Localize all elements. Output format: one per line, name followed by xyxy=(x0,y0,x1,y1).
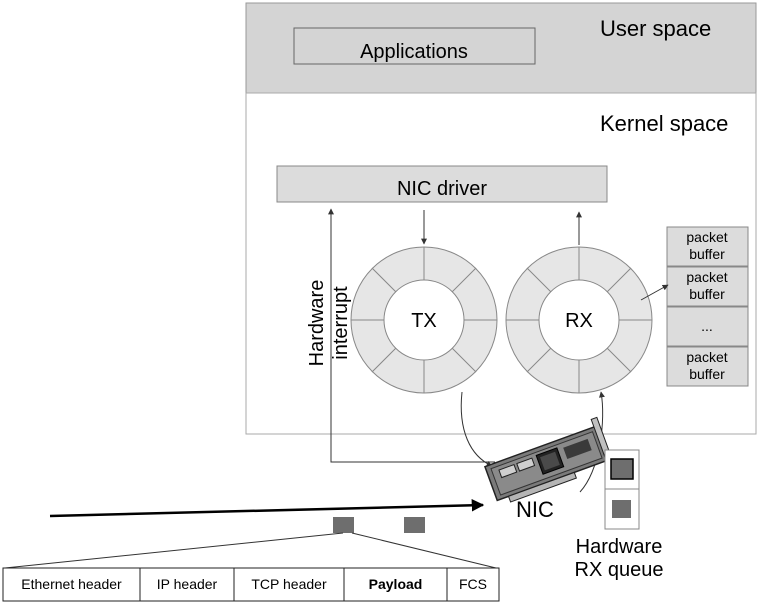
packet-buffer-label: packet xyxy=(686,349,727,365)
nic-label: NIC xyxy=(516,497,554,522)
packet-buffer-ellipsis: ... xyxy=(701,318,713,334)
packet-buffer-label: buffer xyxy=(689,286,725,302)
user-space-label: User space xyxy=(600,16,711,41)
tx-ring xyxy=(350,246,498,394)
incoming-traffic-arrow xyxy=(49,499,485,518)
interrupt-label-line1: Hardware xyxy=(306,280,328,367)
packet-buffer-label: buffer xyxy=(689,246,725,262)
frame-layout: Ethernet header IP header TCP header Payloa… xyxy=(2,567,500,602)
kernel-space-label: Kernel space xyxy=(600,111,728,136)
packet-buffer-label: packet xyxy=(686,229,727,245)
rx-ring xyxy=(505,246,653,394)
nic-driver-box xyxy=(276,165,608,203)
packet-buffer-stack xyxy=(666,226,749,387)
tx-to-nic-arrow xyxy=(460,391,493,467)
nic-driver-label: NIC driver xyxy=(397,178,487,200)
frame-field-label: FCS xyxy=(459,576,487,592)
applications-box xyxy=(293,27,536,65)
rx-queue-icon xyxy=(604,449,640,530)
frame-field-box xyxy=(343,567,448,602)
frame-field-box xyxy=(139,567,235,602)
frame-field-box xyxy=(233,567,345,602)
zoom-line-right xyxy=(351,532,497,569)
nic-card-icon xyxy=(483,416,615,503)
interrupt-label-line2: interrupt xyxy=(330,286,352,360)
rx-label: RX xyxy=(565,310,593,332)
zoom-line-left xyxy=(4,532,344,569)
hardware-interrupt-line xyxy=(328,208,495,463)
packet-1 xyxy=(333,517,354,533)
packet-buffer-label: buffer xyxy=(689,366,725,382)
frame-field-label: IP header xyxy=(157,576,218,592)
packet-buffer-label: packet xyxy=(686,269,727,285)
frame-field-box xyxy=(2,567,141,602)
applications-label: Applications xyxy=(360,41,468,63)
rx-to-buffer-arrow xyxy=(640,284,669,301)
packet-2 xyxy=(404,517,425,533)
rx-queue-label-line2: RX queue xyxy=(575,559,664,581)
frame-field-label: Payload xyxy=(369,576,423,592)
frame-field-box xyxy=(446,567,500,602)
tx-label: TX xyxy=(411,310,437,332)
rx-queue-label-line1: Hardware xyxy=(576,536,663,558)
frame-field-label: Ethernet header xyxy=(21,576,122,592)
frame-field-label: TCP header xyxy=(251,576,327,592)
